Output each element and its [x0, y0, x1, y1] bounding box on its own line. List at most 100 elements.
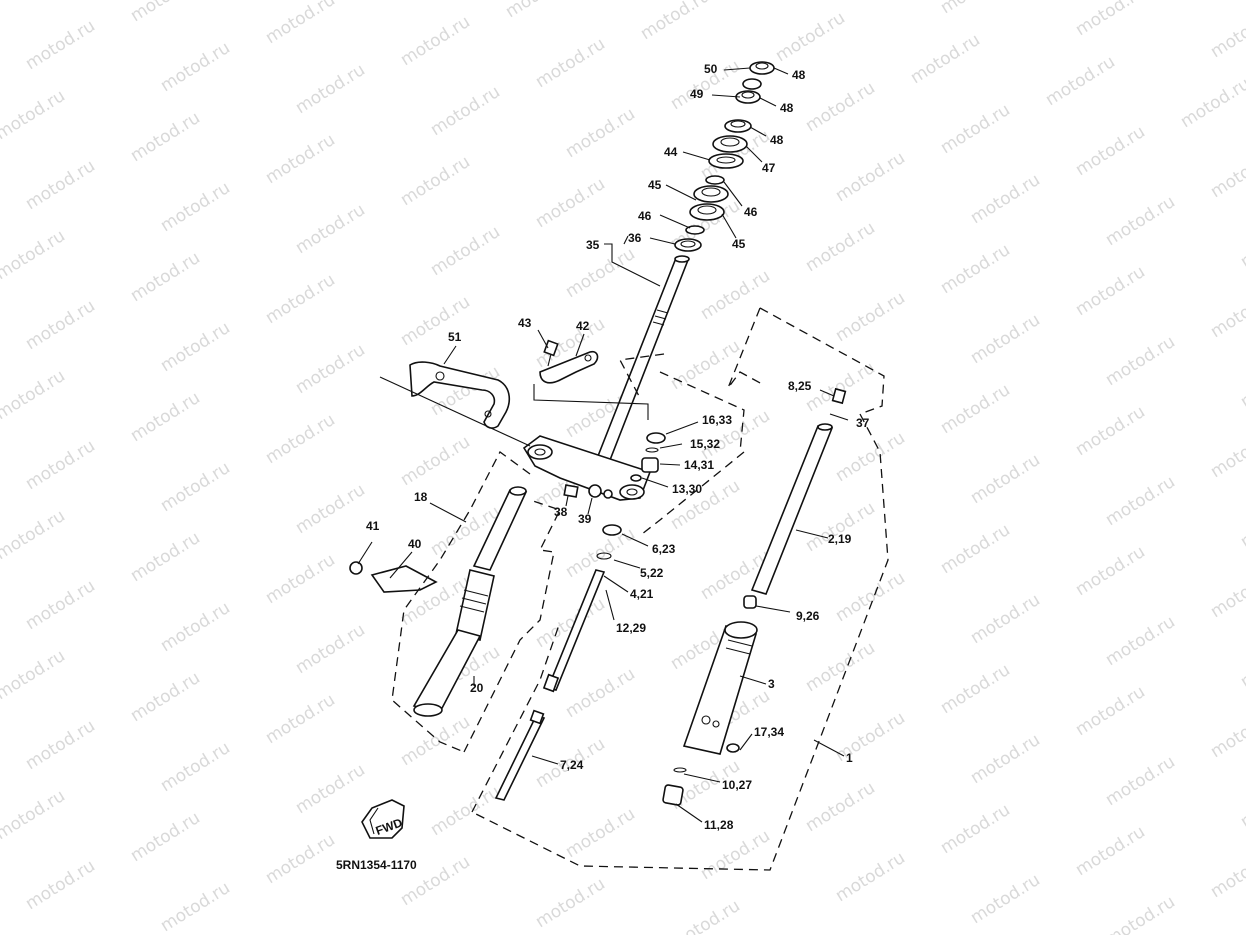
watermark-text: motod.ru	[967, 310, 1044, 368]
watermark-text: motod.ru	[22, 16, 99, 74]
watermark-text: motod.ru	[937, 100, 1014, 158]
callout-7-24: 7,24	[560, 758, 584, 772]
left-fork-assembly	[349, 486, 528, 717]
watermark-text: motod.ru	[562, 664, 639, 722]
callout-45: 45	[732, 237, 746, 251]
callout-45: 45	[648, 178, 662, 192]
watermark-text: motod.ru	[262, 550, 339, 608]
watermark-text: motod.ru	[1177, 74, 1246, 132]
callout-20: 20	[470, 681, 484, 695]
callout-15-32: 15,32	[690, 437, 720, 451]
callout-12-29: 12,29	[616, 621, 646, 635]
callout-17-34: 17,34	[754, 725, 784, 739]
watermark-text: motod.ru	[832, 288, 909, 346]
watermark-text: motod.ru	[397, 292, 474, 350]
watermark-text: motod.ru	[157, 178, 234, 236]
watermark-text: motod.ru	[262, 410, 339, 468]
watermark-text: motod.ru	[1237, 634, 1246, 692]
watermark-text: motod.ru	[697, 266, 774, 324]
watermark-text: motod.ru	[802, 778, 879, 836]
watermark-text: motod.ru	[157, 598, 234, 656]
watermark-text: motod.ru	[22, 156, 99, 214]
callout-5-22: 5,22	[640, 566, 664, 580]
callout-13-30: 13,30	[672, 482, 702, 496]
watermark-text: motod.ru	[292, 480, 369, 538]
watermark-text: motod.ru	[1207, 424, 1246, 482]
watermark-text: motod.ru	[802, 218, 879, 276]
diagram-code: 5RN1354-1170	[336, 858, 417, 872]
watermark-text: motod.ru	[262, 830, 339, 888]
watermark-text: motod.ru	[127, 808, 204, 866]
watermark-text: motod.ru	[0, 0, 69, 4]
watermark-text: motod.ru	[802, 498, 879, 556]
watermark-text: motod.ru	[1237, 214, 1246, 272]
watermark-text: motod.ru	[22, 296, 99, 354]
damper-rods	[494, 524, 622, 801]
callout-14-31: 14,31	[684, 458, 714, 472]
watermark-text: motod.ru	[1237, 774, 1246, 832]
watermark-text: motod.ru	[1237, 494, 1246, 552]
watermark-text: motod.ru	[1072, 402, 1149, 460]
callout-37: 37	[856, 416, 870, 430]
watermark-text: motod.ru	[1102, 472, 1179, 530]
callout-8-25: 8,25	[788, 379, 812, 393]
watermark-text: motod.ru	[937, 0, 1014, 18]
watermark-text: motod.ru	[0, 646, 69, 704]
watermark-text: motod.ru	[127, 108, 204, 166]
steering-stem-shaft	[596, 255, 690, 461]
watermark-text: motod.ru	[562, 804, 639, 862]
watermark-text: motod.ru	[397, 712, 474, 770]
callout-11-28: 11,28	[704, 818, 734, 832]
watermark-text: motod.ru	[262, 270, 339, 328]
watermark-text: motod.ru	[1102, 892, 1179, 935]
watermark-text: motod.ru	[1072, 822, 1149, 880]
watermark-text: motod.ru	[427, 222, 504, 280]
callout-1: 1	[846, 751, 853, 765]
watermark-text: motod.ru	[1072, 0, 1149, 40]
callout-16-33: 16,33	[702, 413, 732, 427]
callout-38: 38	[554, 505, 568, 519]
watermark-text: motod.ru	[937, 380, 1014, 438]
watermark-text: motod.ru	[832, 428, 909, 486]
watermark-text: motod.ru	[937, 240, 1014, 298]
watermark-text: motod.ru	[502, 0, 579, 22]
group-outlines	[391, 307, 889, 871]
callout-48: 48	[792, 68, 806, 82]
watermark-text: motod.ru	[427, 782, 504, 840]
watermark-text: motod.ru	[1207, 4, 1246, 62]
watermark-text: motod.ru	[562, 104, 639, 162]
watermark-text: motod.ru	[157, 738, 234, 796]
watermark-text: motod.ru	[397, 432, 474, 490]
watermark-text: motod.ru	[967, 450, 1044, 508]
watermark-text: motod.ru	[292, 620, 369, 678]
callout-42: 42	[576, 319, 590, 333]
watermark-text: motod.ru	[1207, 564, 1246, 622]
bracket-42	[539, 339, 599, 384]
watermark-text: motod.ru	[1102, 612, 1179, 670]
watermark-text: motod.ru	[127, 0, 204, 26]
watermark-text: motod.ru	[937, 800, 1014, 858]
right-outer-tube	[662, 621, 758, 806]
callout-40: 40	[408, 537, 422, 551]
watermark-text: motod.ru	[157, 878, 234, 935]
watermark-text: motod.ru	[0, 786, 69, 844]
watermark-text: motod.ru	[832, 708, 909, 766]
callout-51: 51	[448, 330, 462, 344]
watermark-text: motod.ru	[292, 340, 369, 398]
callout-35: 35	[586, 238, 600, 252]
callout-labels: 50 48 49 48 48 44 47 45 46 46 45 35 36 4…	[366, 62, 870, 832]
watermark-text: motod.ru	[1237, 354, 1246, 412]
watermark-text: motod.ru	[832, 148, 909, 206]
watermark-text: motod.ru	[1207, 704, 1246, 762]
watermark-text: motod.ru	[262, 130, 339, 188]
watermark-text: motod.ru	[937, 660, 1014, 718]
watermark-text: motod.ru	[832, 848, 909, 906]
right-inner-tube	[743, 387, 847, 609]
watermark-text: motod.ru	[1207, 284, 1246, 342]
watermark-text: motod.ru	[1207, 844, 1246, 902]
callout-9-26: 9,26	[796, 609, 820, 623]
callout-50: 50	[704, 62, 718, 76]
watermark-text: motod.ru	[697, 826, 774, 884]
watermark-text: motod.ru	[532, 174, 609, 232]
leader-lines	[357, 67, 849, 823]
